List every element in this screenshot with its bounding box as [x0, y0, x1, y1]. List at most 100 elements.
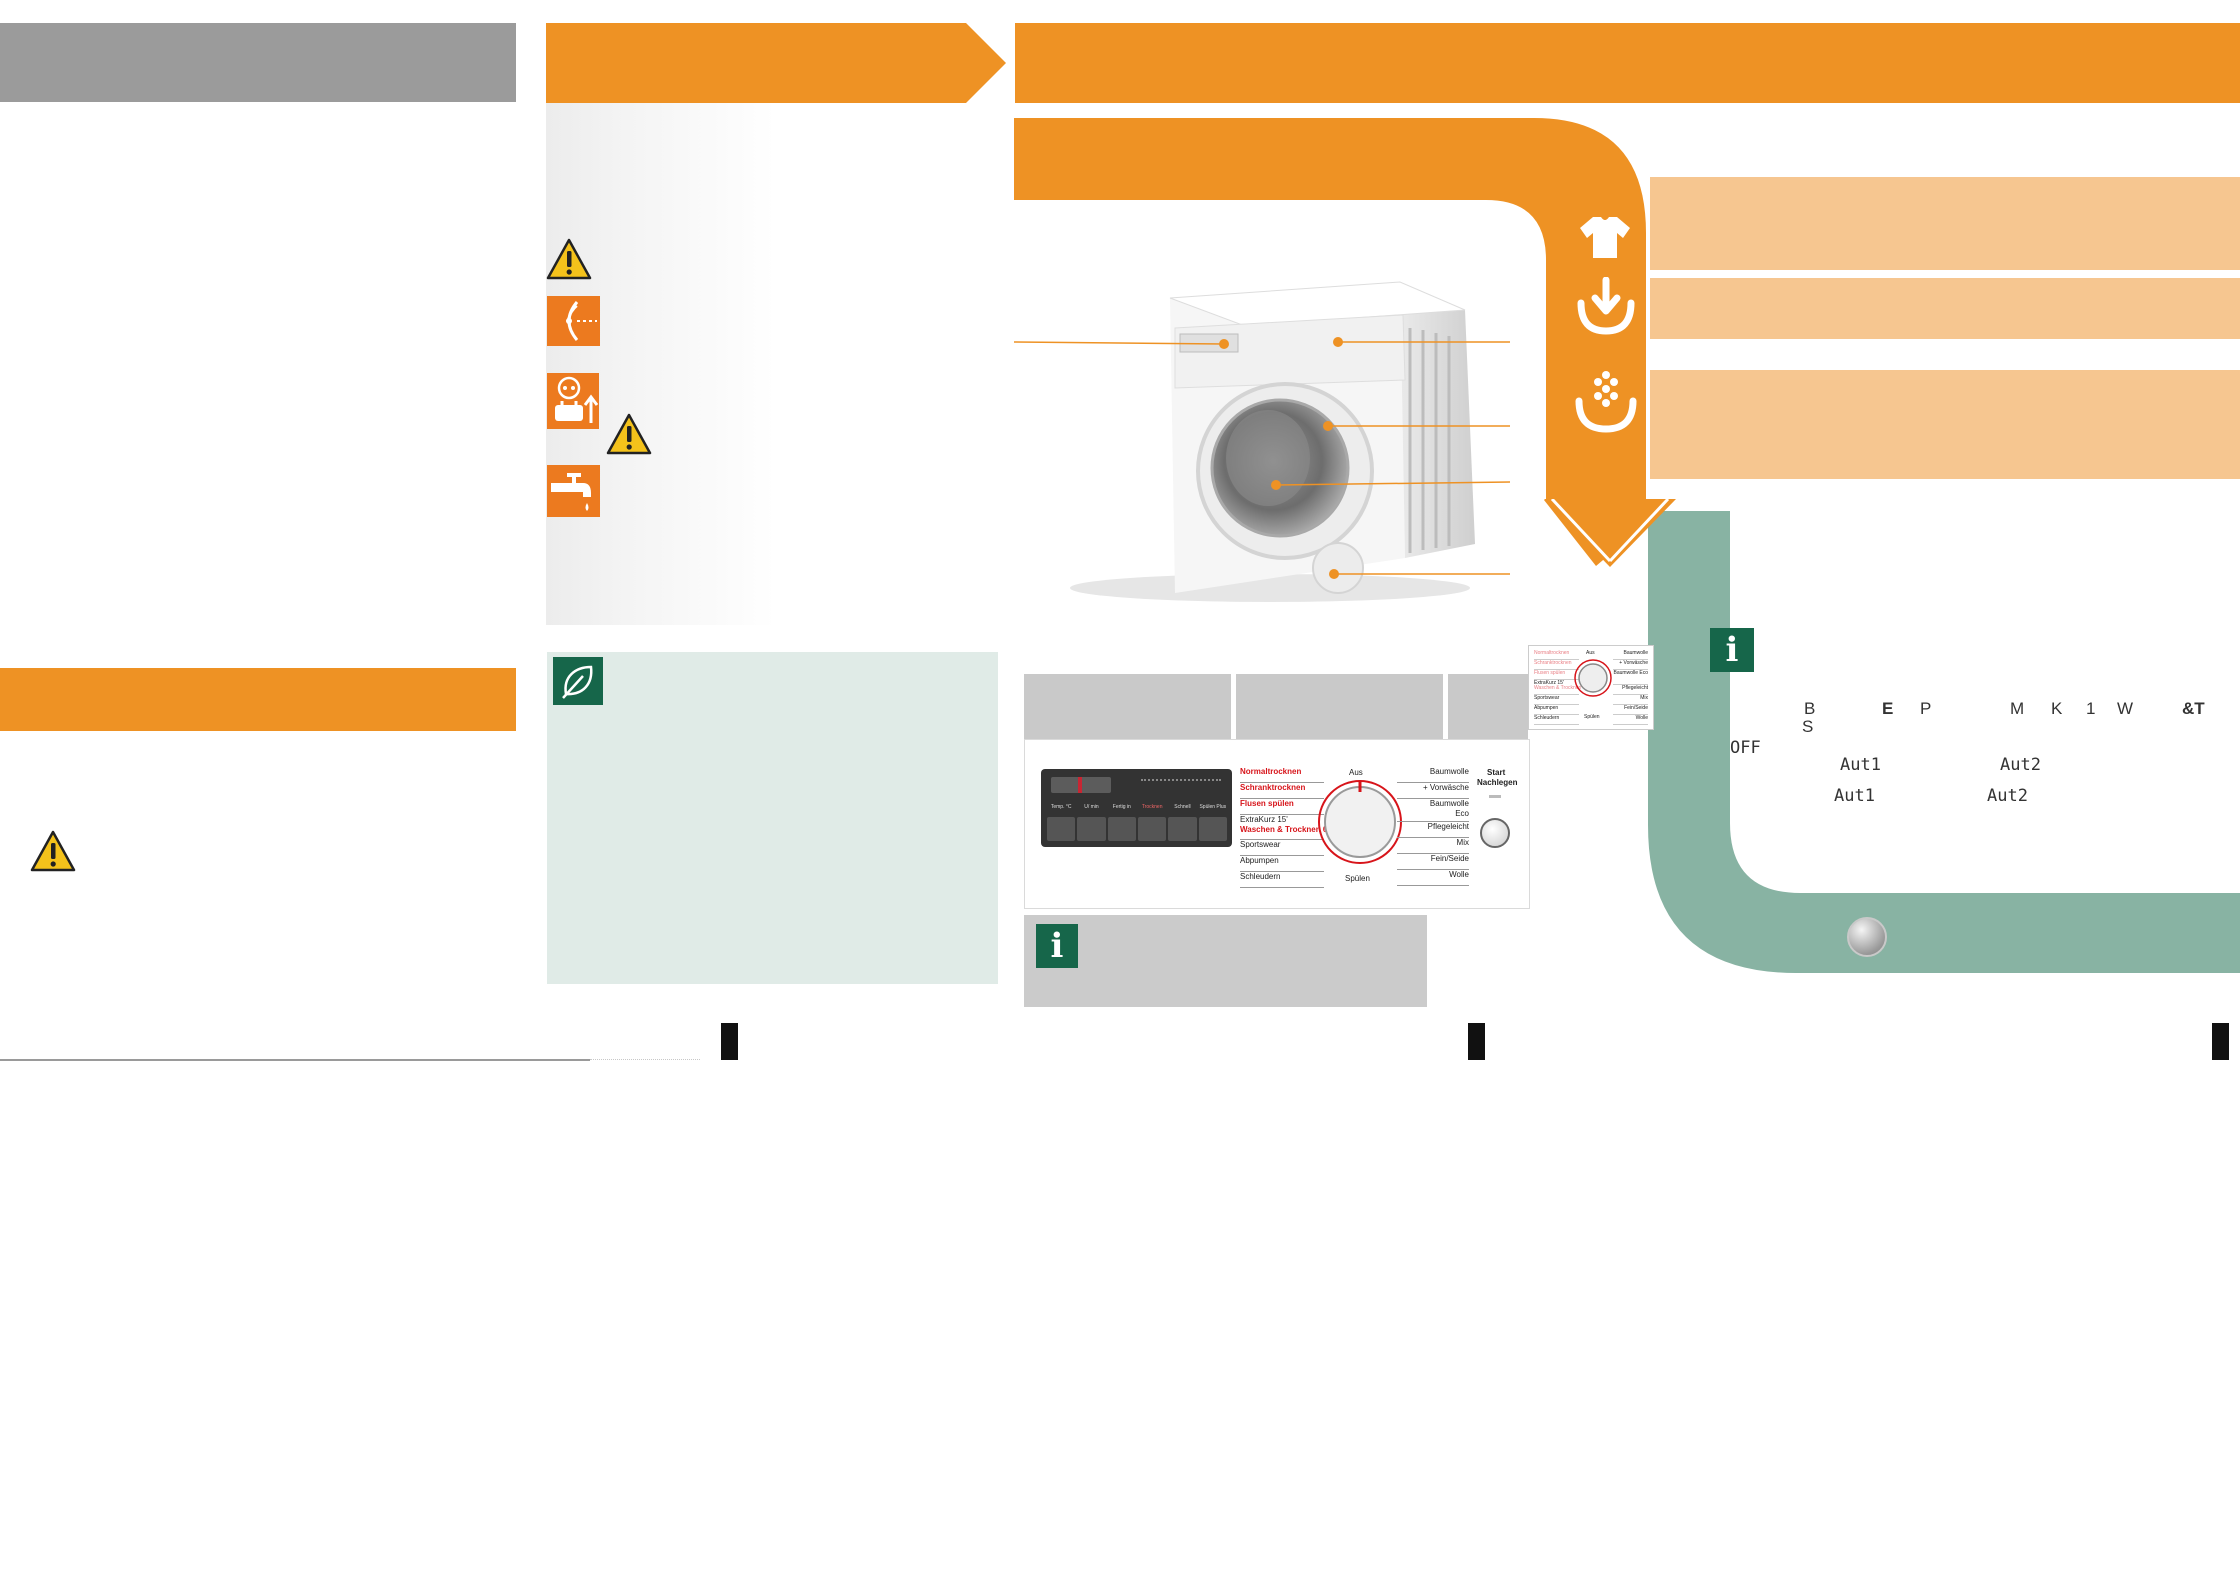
eye-hazard-icon: [547, 296, 600, 346]
dial-top-label: Aus: [1349, 768, 1363, 777]
display-button-row: [1047, 817, 1227, 841]
mini-program-list-right: Baumwolle + Vorwäsche Baumwolle Eco Pfle…: [1613, 650, 1648, 725]
display-code-aut2: Aut2: [1987, 786, 2028, 806]
display-button[interactable]: [1168, 817, 1197, 841]
mini-program-label: Waschen & Trocknen 60': [1534, 685, 1589, 695]
display-code-aut1: Aut1: [1834, 786, 1875, 806]
display-button[interactable]: [1107, 817, 1136, 841]
panel-header-cell-3: [1448, 674, 1528, 739]
washing-machine-illustration: [1070, 281, 1475, 602]
mini-dial-top-label: Aus: [1586, 650, 1595, 656]
mini-program-label: Schranktrocknen: [1534, 660, 1579, 670]
mini-program-label: Baumwolle: [1613, 650, 1648, 660]
mini-program-label: Flusen spülen: [1534, 670, 1579, 680]
dial-bottom-label: Spülen: [1345, 874, 1370, 883]
program-label: Mix: [1397, 838, 1469, 854]
program-dial-icon: [1575, 371, 1637, 433]
page-marker: [721, 1023, 738, 1060]
display-button-label: Fertig in: [1112, 804, 1131, 810]
footer-rule: [0, 1059, 590, 1061]
safety-panel: [546, 103, 776, 625]
display-indicators: [1141, 779, 1221, 789]
section-header-grey: [0, 23, 516, 102]
water-tap-icon: [547, 465, 600, 517]
program-list-right: Baumwolle + Vorwäsche Baumwolle Eco Pfle…: [1397, 767, 1469, 886]
section-header-arrow: [546, 23, 1006, 103]
flow-arrow-head: [1544, 499, 1676, 567]
start-label: Start: [1487, 768, 1506, 777]
page-marker: [1468, 1023, 1485, 1060]
display-letter: S: [1802, 717, 1814, 736]
display-button[interactable]: [1047, 817, 1076, 841]
step-band-1: [1650, 177, 2240, 270]
mini-program-label: Mix: [1613, 695, 1648, 705]
footer-rule-faint: [590, 1059, 700, 1061]
mini-program-label: Wolle: [1613, 715, 1648, 725]
shirt-icon: [1580, 217, 1630, 258]
section-header-orange-left: [0, 668, 516, 731]
display-letter: P: [1920, 699, 1932, 718]
program-label: Abpumpen: [1240, 856, 1324, 872]
section-header-orange-right: [1015, 23, 2240, 103]
program-label: Flusen spülen: [1240, 799, 1324, 815]
display-letter: 1: [2086, 699, 2096, 718]
program-label: Wolle: [1397, 870, 1469, 886]
detergent-arrow-icon: [1577, 277, 1635, 335]
display-letter: E: [1882, 699, 1894, 718]
display-letter: W: [2117, 699, 2134, 718]
display-button-label: Trocknen: [1141, 804, 1163, 810]
program-label: Sportswear: [1240, 840, 1324, 856]
warning-triangle-icon: [606, 413, 652, 455]
program-label: Schranktrocknen: [1240, 783, 1324, 799]
display-letter: B: [1804, 699, 1816, 718]
panel-header-cell-1: [1024, 674, 1231, 739]
display-code-off: OFF: [1730, 738, 1761, 758]
program-label: Fein/Seide: [1397, 854, 1469, 870]
display-letter: &T: [2182, 699, 2205, 718]
power-plug-icon: [547, 373, 599, 429]
program-label: Pflegeleicht: [1397, 822, 1469, 838]
mini-program-label: Fein/Seide: [1613, 705, 1648, 715]
program-label: ExtraKurz 15': [1240, 815, 1288, 824]
start-sub-label: Nachlegen: [1477, 778, 1518, 787]
display-letter: K: [2051, 699, 2063, 718]
program-label: Waschen & Trocknen 60': [1240, 825, 1334, 840]
mini-dial-bottom-label: Spülen: [1584, 714, 1600, 720]
mini-program-label: Baumwolle Eco: [1613, 670, 1648, 685]
program-label: + Vorwäsche: [1397, 783, 1469, 799]
program-label: Baumwolle: [1429, 799, 1469, 808]
page-marker: [2212, 1023, 2229, 1060]
mini-program-label: + Vorwäsche: [1613, 660, 1648, 670]
program-list-left: Normaltrocknen Schranktrocknen Flusen sp…: [1240, 767, 1334, 888]
mini-program-label: ExtraKurz 15': [1534, 680, 1564, 686]
mini-program-label: Schleudern: [1534, 715, 1579, 725]
mini-program-label: Sportswear: [1534, 695, 1579, 705]
display-button-label: Spülen Plus: [1199, 804, 1227, 810]
display-button-labels: Temp. °C U/ min Fertig in Trocknen Schne…: [1047, 804, 1227, 810]
eco-panel: [547, 652, 998, 984]
mini-program-list-left: Normaltrocknen Schranktrocknen Flusen sp…: [1534, 650, 1589, 725]
display-digits: [1051, 777, 1111, 793]
display-button[interactable]: [1077, 817, 1106, 841]
mini-control-panel: Normaltrocknen Schranktrocknen Flusen sp…: [1528, 645, 1654, 730]
mini-program-label: Abpumpen: [1534, 705, 1579, 715]
program-label: Normaltrocknen: [1240, 767, 1324, 783]
info-icon: i: [1036, 924, 1078, 968]
display-button-label: Temp. °C: [1050, 804, 1072, 810]
display-button[interactable]: [1137, 817, 1167, 841]
mini-program-label: Normaltrocknen: [1534, 650, 1579, 660]
display-letter: M: [2010, 699, 2025, 718]
eco-leaf-icon: [553, 657, 603, 705]
start-indicator: [1489, 795, 1501, 798]
info-note-box: [1024, 915, 1427, 1007]
info-icon: i: [1710, 628, 1754, 672]
program-dial[interactable]: [1316, 778, 1404, 866]
display-code-aut1: Aut1: [1840, 755, 1881, 775]
mini-program-label: Pflegeleicht: [1613, 685, 1648, 695]
program-label: Schleudern: [1240, 872, 1324, 888]
start-button[interactable]: [1480, 818, 1510, 848]
display-button[interactable]: [1198, 817, 1227, 841]
display-button-label: U/ min: [1084, 804, 1099, 810]
mini-program-dial: [1574, 659, 1612, 697]
start-knob: [1847, 917, 1887, 957]
